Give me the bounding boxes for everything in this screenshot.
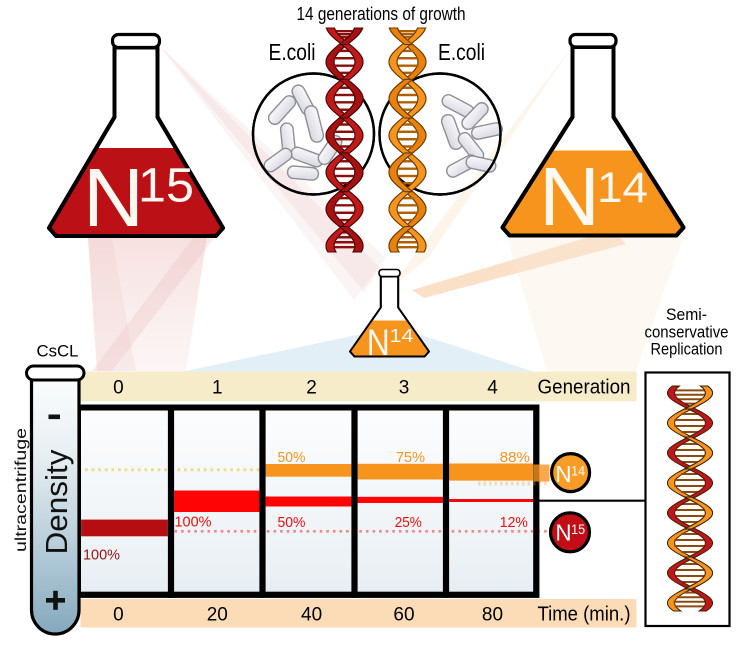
svg-text:N: N (556, 519, 572, 545)
svg-text:14 generations of growth: 14 generations of growth (297, 3, 466, 24)
svg-text:ultracentrifuge: ultracentrifuge (13, 428, 30, 552)
svg-text:0: 0 (113, 377, 124, 398)
svg-text:CsCL: CsCL (37, 343, 79, 361)
svg-text:20: 20 (207, 605, 228, 626)
svg-text:3: 3 (399, 377, 410, 398)
svg-text:14: 14 (390, 326, 414, 346)
svg-text:N: N (367, 321, 390, 363)
svg-text:75%: 75% (396, 449, 425, 466)
svg-text:4: 4 (487, 377, 498, 398)
svg-text:Time (min.): Time (min.) (538, 604, 631, 626)
svg-text:14: 14 (597, 164, 648, 212)
svg-text:25%: 25% (395, 514, 422, 531)
svg-text:0: 0 (113, 605, 124, 626)
svg-text:E.coli: E.coli (438, 39, 485, 65)
svg-text:2: 2 (306, 377, 317, 398)
svg-text:15: 15 (571, 521, 585, 537)
svg-text:N: N (556, 461, 572, 487)
svg-text:12%: 12% (500, 514, 528, 531)
svg-text:50%: 50% (278, 449, 306, 466)
svg-text:100%: 100% (83, 547, 120, 564)
svg-text:88%: 88% (500, 449, 530, 466)
svg-text:Semi-: Semi- (666, 305, 707, 324)
svg-text:conservative: conservative (645, 323, 729, 342)
svg-text:N: N (83, 151, 144, 244)
svg-text:100%: 100% (175, 514, 212, 531)
svg-text:14: 14 (571, 462, 585, 478)
svg-text:Generation: Generation (538, 376, 631, 398)
svg-text:1: 1 (212, 377, 223, 398)
svg-text:E.coli: E.coli (269, 39, 316, 65)
svg-text:80: 80 (482, 605, 503, 626)
svg-text:40: 40 (301, 605, 322, 626)
svg-text:50%: 50% (278, 514, 306, 531)
svg-text:Replication: Replication (651, 340, 723, 359)
svg-text:Density: Density (39, 449, 74, 555)
svg-text:N: N (539, 150, 600, 243)
svg-text:15: 15 (138, 160, 194, 213)
svg-text:60: 60 (393, 605, 414, 626)
